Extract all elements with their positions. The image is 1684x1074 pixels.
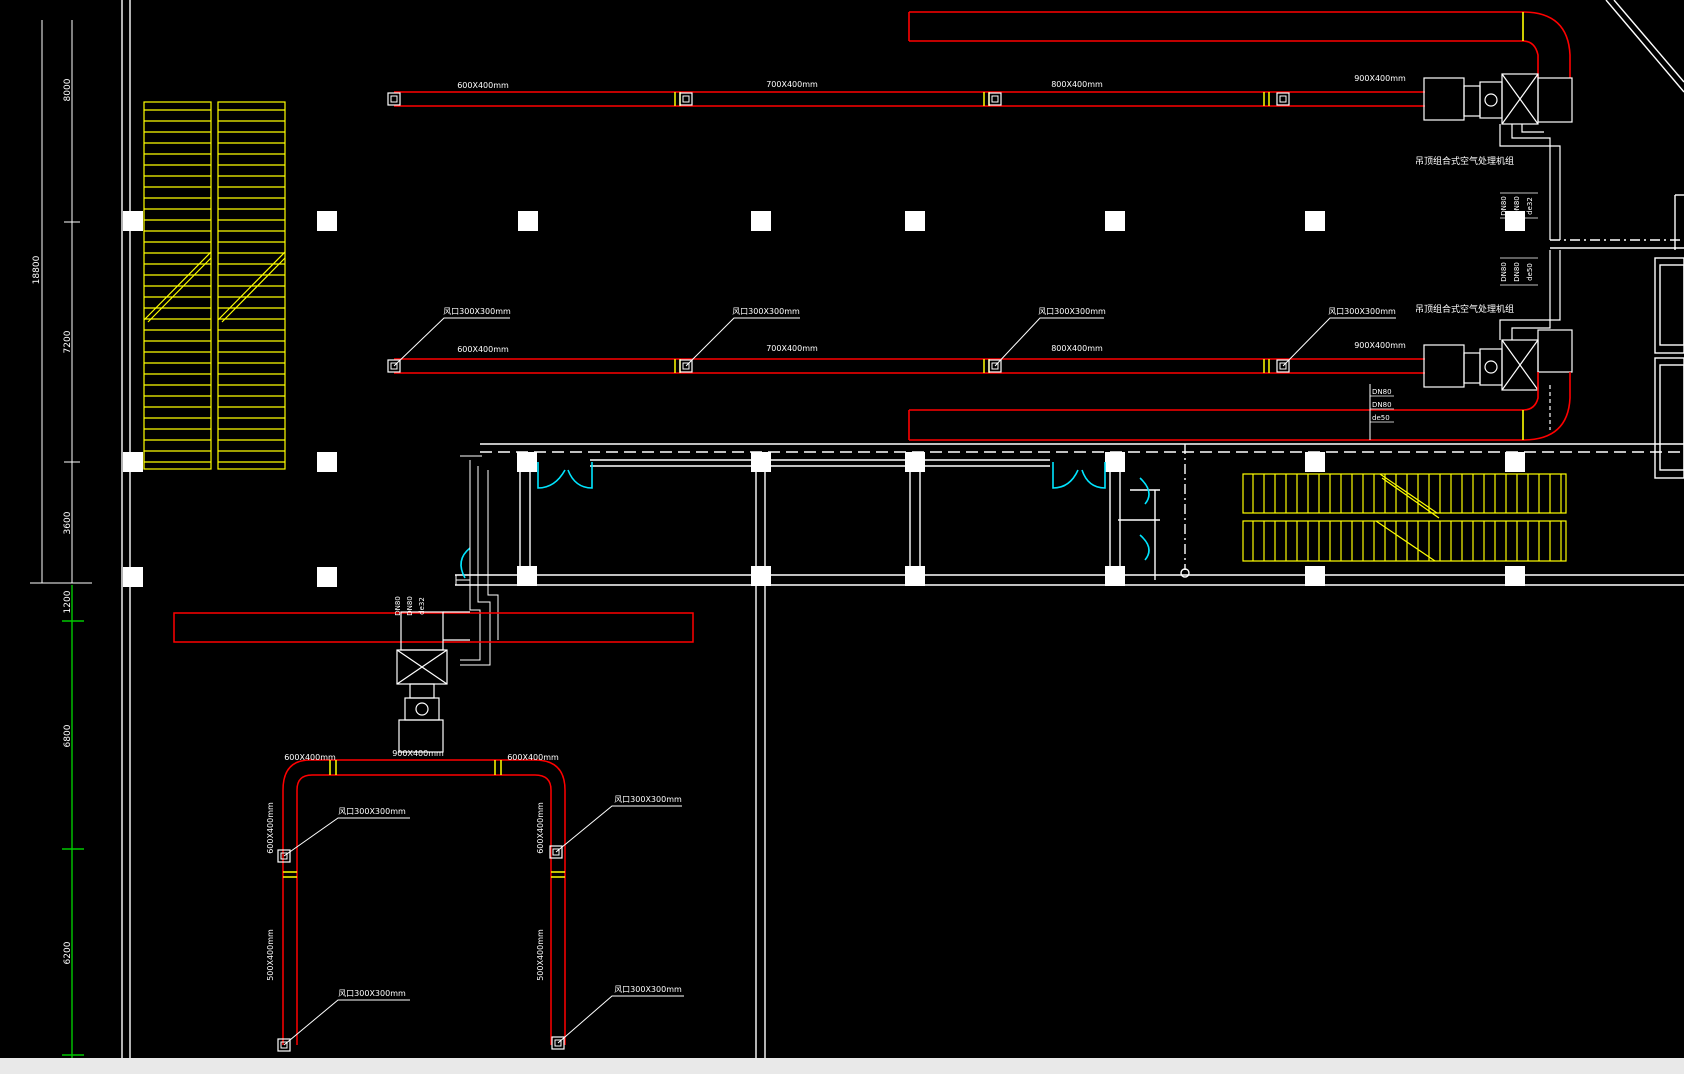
lower-return-plenum [173,612,694,643]
pipe-tag-dn80-b: DN80 [1372,401,1392,409]
dim-8000: 8000 [63,78,73,101]
top-duct-seg4-label: 900X400mm [1354,74,1406,83]
lower-duct-right-vert-lower-label: 500X400mm [536,929,545,981]
dim-1200: 1200 [63,590,73,613]
ahu-bottom-label: 吊顶组合式空气处理机组 [1415,303,1514,315]
mid-duct-seg2-label: 700X400mm [766,344,818,353]
lower-outlet-right-upper-label: 风口300X300mm [614,795,682,804]
status-bar [0,1058,1684,1074]
top-duct-seg2-label: 700X400mm [766,80,818,89]
pipe-label-dn80-a: DN80 [1500,196,1508,216]
pipe-tag: DN80 DN80 de50 [1369,384,1394,440]
dim-6800: 6800 [63,724,73,747]
top-duct-seg1-label: 600X400mm [457,81,509,90]
pipe-label-de50: de50 [1526,263,1534,281]
mid-duct-seg1-label: 600X400mm [457,345,509,354]
dim-18800: 18800 [32,255,42,284]
lower-outlet-right-lower-label: 风口300X300mm [614,985,682,994]
pipe-label-dn80-c: DN80 [1500,262,1508,282]
dim-6200: 6200 [63,941,73,964]
mid-duct-seg3-label: 800X400mm [1051,344,1103,353]
mid-outlet2-label: 风口300X300mm [732,307,800,316]
dim-3600: 3600 [63,511,73,534]
top-supply-duct [387,91,1425,107]
ahu-top [1423,73,1573,240]
lower-pipe-dn80-a: DN80 [394,596,402,616]
mid-outlet4-label: 风口300X300mm [1328,307,1396,316]
doors [460,462,1150,579]
lower-outlet-left-lower-label: 风口300X300mm [338,989,406,998]
middle-leaders [393,317,1396,367]
lower-duct-left-vert-upper-label: 600X400mm [266,802,275,854]
dimension-lines-green [62,585,84,1058]
pipe-tag-de50: de50 [1372,414,1390,422]
lower-duct-right-top-label: 600X400mm [507,753,559,762]
lower-return-duct [908,372,1571,441]
lower-duct-left-top-label: 600X400mm [284,753,336,762]
pipe-label-dn80-d: DN80 [1513,262,1521,282]
pipe-tag-dn80-a: DN80 [1372,388,1392,396]
corridor-pipes [455,455,499,666]
dim-7200: 7200 [63,330,73,353]
mid-outlet3-label: 风口300X300mm [1038,307,1106,316]
pipe-label-de32: de32 [1526,197,1534,215]
stair-left [143,101,286,470]
mid-duct-seg4-label: 900X400mm [1354,341,1406,350]
walls [121,0,1684,1058]
upper-return-duct [908,11,1571,78]
lower-pipe-dn80-b: DN80 [406,596,414,616]
lower-duct-main-label: 900X400mm [392,749,444,758]
dimension-lines [30,20,92,584]
pipe-label-dn80-b: DN80 [1513,196,1521,216]
ahu-bottom [1423,250,1573,430]
stair-right [1242,473,1567,562]
lower-outlet-left-upper-label: 风口300X300mm [338,807,406,816]
lower-duct-right-vert-upper-label: 600X400mm [536,802,545,854]
lower-supply-duct [277,759,566,1052]
middle-supply-duct [387,358,1425,374]
ahu-lower [396,611,470,753]
lower-leaders [283,805,684,1046]
structural-columns [123,211,1525,587]
ahu-top-label: 吊顶组合式空气处理机组 [1415,155,1514,167]
lower-pipe-de32: de32 [418,597,426,615]
mid-outlet1-label: 风口300X300mm [443,307,511,316]
lower-duct-left-vert-lower-label: 500X400mm [266,929,275,981]
top-duct-seg3-label: 800X400mm [1051,80,1103,89]
